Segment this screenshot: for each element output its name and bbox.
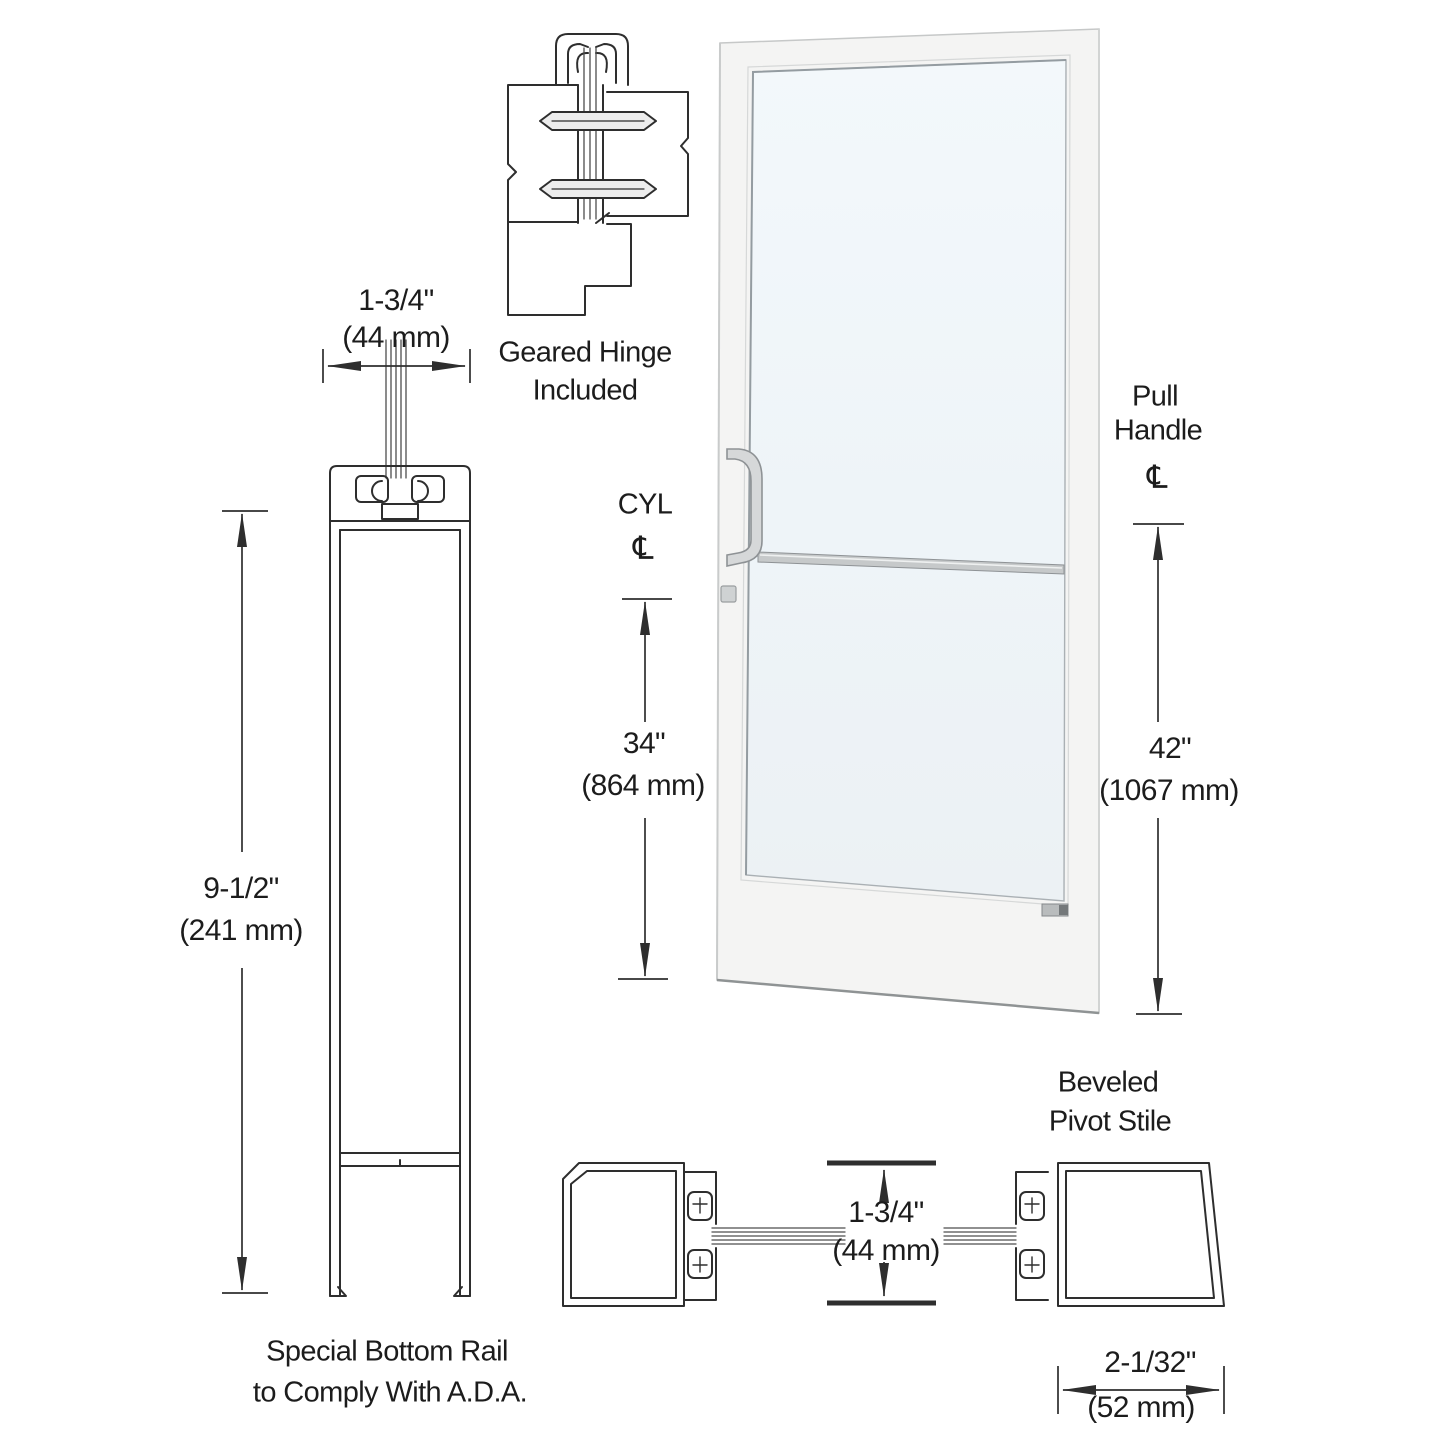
pivot-stile-depth-dimension — [1057, 1366, 1225, 1414]
glass-inner-shadow — [745, 59, 1067, 876]
door-bottom-edge — [716, 978, 1100, 1015]
cyl-label: CYL — [617, 488, 673, 521]
stile-bottom-width-dimension — [827, 1160, 936, 1306]
dim-pull-mm: (1067 mm) — [1099, 774, 1239, 807]
pull-centerline-symbol: ℄ — [1147, 459, 1168, 495]
hinge-label-line1: Geared Hinge — [498, 336, 672, 369]
dim-rail-height-inches: 9-1/2" — [203, 872, 279, 905]
glass-lines-bottom-left — [711, 1227, 846, 1245]
dim-stile-depth-inches: 2-1/32" — [1104, 1346, 1196, 1379]
dim-rail-height-mm: (241 mm) — [179, 914, 303, 947]
left-channel-gasket-top — [687, 1191, 713, 1221]
dim-cyl-inches: 34" — [622, 727, 666, 760]
rail-caption-line1: Special Bottom Rail — [266, 1335, 508, 1368]
cyl-height-dimension — [618, 598, 672, 980]
glass-lines-top — [385, 339, 407, 479]
door-elevation-image — [716, 28, 1100, 1015]
glass-lines-bottom-right — [943, 1227, 1017, 1245]
dim-stile-top-inches: 1-3/4" — [358, 284, 434, 317]
left-channel-gasket-bottom — [687, 1249, 713, 1279]
pull-label-line2: Handle — [1113, 414, 1203, 447]
left-stile-outline — [562, 1162, 685, 1307]
right-stile-outline — [1057, 1162, 1225, 1307]
rail-foot-left — [329, 1286, 347, 1297]
right-channel-gasket-top — [1019, 1191, 1045, 1221]
pull-handle-height-dimension — [1133, 523, 1184, 1015]
bottom-rail-section-drawing — [329, 339, 471, 1297]
rail-gasket-right — [411, 475, 445, 503]
pivot-caption-line2: Pivot Stile — [1048, 1105, 1172, 1138]
cyl-centerline-symbol: ℄ — [633, 530, 654, 566]
cylinder-lock-icon — [720, 585, 737, 603]
dim-stile-bottom-inches: 1-3/4" — [848, 1196, 924, 1229]
rail-caption-line2: to Comply With A.D.A. — [252, 1376, 528, 1409]
bottom-rail-height-dimension — [222, 510, 268, 1294]
hinge-lower-step-block — [507, 221, 632, 316]
bottom-pivot-block — [1059, 905, 1068, 915]
hinge-right-frame-block — [606, 91, 689, 217]
rail-glazing-cap — [329, 465, 471, 522]
pull-handle-icon — [726, 448, 763, 567]
rail-gasket-left — [355, 475, 389, 503]
dim-stile-top-mm: (44 mm) — [342, 321, 450, 354]
pivot-caption-line1: Beveled — [1057, 1066, 1159, 1099]
dim-pull-inches: 42" — [1148, 732, 1192, 765]
dim-cyl-mm: (864 mm) — [581, 769, 705, 802]
pull-label-line1: Pull — [1132, 380, 1179, 413]
hinge-label-line2: Included — [532, 374, 638, 407]
stile-top-width-dimension — [322, 349, 471, 383]
pivot-stile-section-drawing — [562, 1162, 1225, 1307]
door-left-edge — [716, 42, 721, 981]
right-channel-gasket-bottom — [1019, 1249, 1045, 1279]
dim-stile-bottom-mm: (44 mm) — [832, 1234, 940, 1267]
geared-hinge-section-drawing — [507, 33, 689, 316]
rail-foot-right — [453, 1286, 471, 1297]
dim-stile-depth-mm: (52 mm) — [1087, 1391, 1195, 1424]
rail-setting-block — [381, 503, 419, 520]
push-bar-highlight — [759, 554, 1063, 569]
hinge-barrel-outline — [555, 33, 629, 86]
